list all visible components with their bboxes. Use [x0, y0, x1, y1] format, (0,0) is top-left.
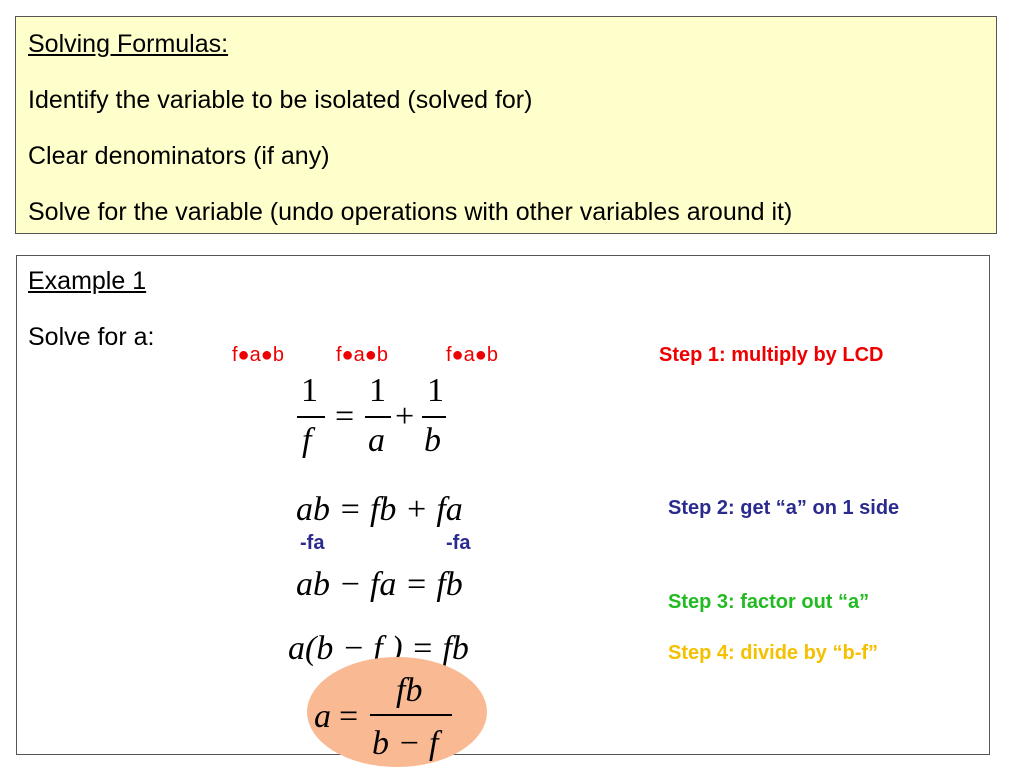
step-1: Step 1: multiply by LCD [659, 344, 884, 366]
eq1-den2: a [368, 422, 385, 459]
equation-3: ab − fa = fb [296, 566, 463, 603]
eq1-den1: f [302, 422, 312, 459]
eq1-plus: + [395, 398, 415, 435]
step-3: Step 3: factor out “a” [668, 591, 870, 613]
eq5-den: b − f [372, 725, 439, 762]
rules-title: Solving Formulas: [28, 30, 229, 58]
eq1-num2: 1 [369, 372, 386, 409]
eq1-bar2 [365, 416, 391, 418]
eq5-eq: = [339, 698, 359, 735]
multiplier-1: f●a●b [232, 344, 284, 366]
equation-2: ab = fb + fa [296, 491, 463, 528]
eq1-num1: 1 [301, 372, 318, 409]
eq5-num: fb [396, 672, 423, 709]
eq1-den3: b [424, 422, 441, 459]
eq1-eq: = [335, 398, 355, 435]
eq5-bar [370, 714, 452, 716]
eq1-bar1 [297, 416, 325, 418]
rule-1: Identify the variable to be isolated (so… [28, 86, 533, 114]
rules-box [15, 16, 997, 234]
rule-3: Solve for the variable (undo operations … [28, 198, 793, 226]
rule-2: Clear denominators (if any) [28, 142, 330, 170]
multiplier-3: f●a●b [446, 344, 498, 366]
eq1-bar3 [422, 416, 446, 418]
subtract-2: -fa [446, 532, 471, 554]
example-prompt: Solve for a: [28, 323, 155, 351]
eq1-num3: 1 [427, 372, 444, 409]
subtract-1: -fa [300, 532, 325, 554]
multiplier-2: f●a●b [336, 344, 388, 366]
example-box [16, 255, 990, 755]
step-2: Step 2: get “a” on 1 side [668, 497, 900, 519]
eq5-lhs: a [314, 698, 331, 735]
step-4: Step 4: divide by “b-f” [668, 642, 879, 664]
answer-highlight [307, 657, 487, 767]
example-title: Example 1 [28, 267, 147, 295]
